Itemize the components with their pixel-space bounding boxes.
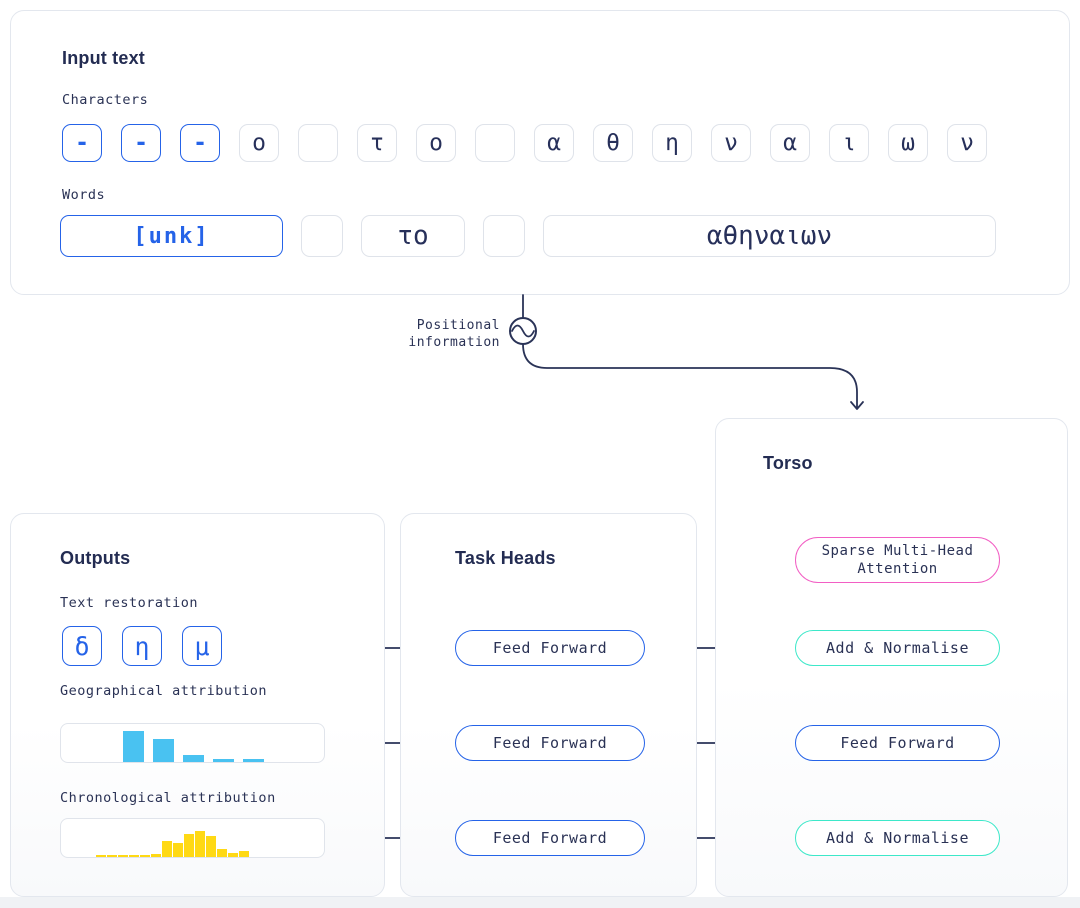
geo-bar bbox=[183, 755, 204, 762]
sparse-multi-head-attention-block: Sparse Multi-Head Attention bbox=[795, 537, 1000, 583]
geo-bar bbox=[153, 739, 174, 762]
char-box: θ bbox=[593, 124, 633, 162]
positional-information-label: Positional information bbox=[408, 318, 500, 350]
input-text-title: Input text bbox=[62, 48, 145, 68]
words-label: Words bbox=[62, 187, 106, 203]
geo-bar bbox=[243, 759, 264, 762]
add-normalise-block-2: Add & Normalise bbox=[795, 820, 1000, 856]
chrono-bar bbox=[184, 834, 194, 857]
chronological-attribution-label: Chronological attribution bbox=[60, 790, 276, 806]
characters-label: Characters bbox=[62, 92, 149, 108]
geographical-attribution-label: Geographical attribution bbox=[60, 683, 268, 699]
torso-title: Torso bbox=[763, 453, 813, 473]
char-box: - bbox=[180, 124, 220, 162]
word-box: αθηναιων bbox=[543, 215, 996, 257]
char-box: τ bbox=[357, 124, 397, 162]
word-box bbox=[483, 215, 525, 257]
chronological-attribution-chart bbox=[60, 818, 325, 858]
chrono-bar bbox=[118, 855, 128, 857]
task-heads-title: Task Heads bbox=[455, 548, 556, 568]
chrono-bar bbox=[217, 849, 227, 857]
chrono-bar bbox=[96, 855, 106, 857]
char-box: ω bbox=[888, 124, 928, 162]
char-box bbox=[298, 124, 338, 162]
word-box bbox=[301, 215, 343, 257]
geographical-attribution-chart bbox=[60, 723, 325, 763]
restored-char-box: δ bbox=[62, 626, 102, 666]
chrono-bar bbox=[162, 841, 172, 857]
chrono-bar bbox=[195, 831, 205, 857]
chrono-bar bbox=[140, 855, 150, 857]
task-head-feed-forward-2: Feed Forward bbox=[455, 725, 645, 761]
char-box: ο bbox=[239, 124, 279, 162]
task-head-feed-forward-1: Feed Forward bbox=[455, 630, 645, 666]
add-normalise-block-1: Add & Normalise bbox=[795, 630, 1000, 666]
char-box: α bbox=[534, 124, 574, 162]
char-box: - bbox=[62, 124, 102, 162]
torso-feed-forward-block: Feed Forward bbox=[795, 725, 1000, 761]
chrono-bar bbox=[129, 855, 139, 857]
char-box bbox=[475, 124, 515, 162]
char-box: ο bbox=[416, 124, 456, 162]
word-box: [unk] bbox=[60, 215, 283, 257]
char-box: α bbox=[770, 124, 810, 162]
char-box: η bbox=[652, 124, 692, 162]
task-head-feed-forward-3: Feed Forward bbox=[455, 820, 645, 856]
char-box: ι bbox=[829, 124, 869, 162]
word-box: το bbox=[361, 215, 465, 257]
chrono-bar bbox=[173, 843, 183, 857]
chrono-bar bbox=[239, 851, 249, 857]
geo-bar bbox=[213, 759, 234, 762]
outputs-title: Outputs bbox=[60, 548, 131, 568]
char-box: ν bbox=[947, 124, 987, 162]
restored-char-box: μ bbox=[182, 626, 222, 666]
restored-char-box: η bbox=[122, 626, 162, 666]
chrono-bar bbox=[228, 853, 238, 857]
chrono-bar bbox=[206, 836, 216, 857]
char-box: - bbox=[121, 124, 161, 162]
chrono-bar bbox=[107, 855, 117, 857]
text-restoration-label: Text restoration bbox=[60, 595, 199, 611]
geo-bar bbox=[123, 731, 144, 762]
chrono-bar bbox=[151, 854, 161, 857]
positional-encoding-icon bbox=[509, 317, 537, 345]
bottom-strip bbox=[0, 897, 1080, 908]
words-row: [unk] το αθηναιων bbox=[60, 215, 996, 257]
char-box: ν bbox=[711, 124, 751, 162]
